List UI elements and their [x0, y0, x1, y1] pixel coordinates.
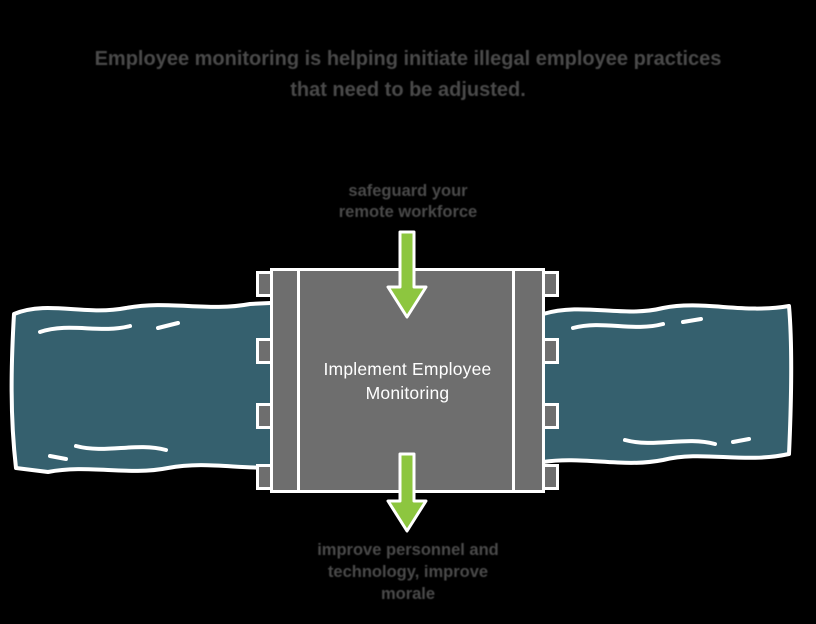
process-box-label-line1: Implement Employee	[323, 358, 492, 379]
output-label: improve personnel and technology, improv…	[0, 539, 816, 605]
output-label-line2: technology, improve	[327, 563, 489, 581]
diagram-title-line2: that need to be adjusted.	[290, 79, 526, 101]
process-box-label: Implement Employee Monitoring	[324, 357, 492, 405]
diagram-title-line1: Employee monitoring is helping initiate …	[94, 48, 722, 70]
output-label-line3: morale	[380, 585, 436, 603]
input-label-line2: remote workforce	[338, 203, 478, 221]
process-box-label-line2: Monitoring	[365, 382, 450, 403]
box-right-divider	[512, 271, 515, 490]
input-label-line1: safeguard your	[348, 182, 468, 200]
down-arrow-icon	[386, 452, 428, 533]
input-label: safeguard your remote workforce	[0, 181, 816, 223]
box-left-divider	[297, 271, 300, 490]
output-label-line1: improve personnel and	[317, 541, 499, 559]
left-ribbon-shape	[9, 300, 294, 474]
down-arrow-icon	[386, 230, 428, 319]
right-ribbon-shape	[541, 303, 794, 465]
diagram-title: Employee monitoring is helping initiate …	[0, 44, 816, 106]
